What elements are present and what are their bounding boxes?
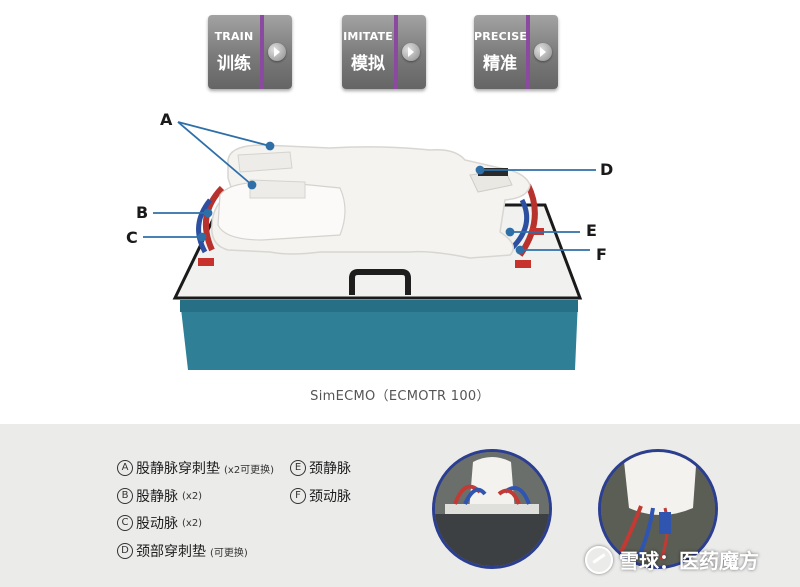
snowball-logo-icon [585,545,613,574]
callout-line-a1 [177,121,271,147]
connector-tag [515,260,531,268]
legend-text: 股静脉穿刺垫 [136,461,220,477]
badge-en-label: PRECISE [474,30,528,43]
badge-zh-label: 模拟 [351,54,385,74]
legend-text: 股静脉 [136,489,178,505]
legend-item-c: C 股动脉 (x2) [117,513,202,533]
callout-dot [203,208,213,218]
callout-label-d: D [600,160,614,179]
chevron-right-icon [402,43,420,61]
legend-note: (x2) [182,490,203,502]
legend-text: 颈部穿刺垫 [136,544,206,560]
inset-neck-illustration [435,452,549,566]
badge-stripe [260,15,264,89]
tube-right-red [517,183,538,257]
callout-label-e: E [586,221,597,240]
legend-item-e: E 颈静脉 [290,458,351,478]
legend-note: (x2) [182,517,203,529]
box-base [180,300,578,370]
femoral-puncture-pad [237,151,293,173]
legend-text: 颈静脉 [309,461,351,477]
watermark-text: 雪球：医药魔方 [619,549,759,573]
callout-label-a: A [160,110,173,129]
badge-zh-label: 精准 [483,54,517,74]
callout-dot [197,232,207,242]
legend-item-f: F 颈动脉 [290,486,351,506]
callout-label-c: C [126,228,138,247]
badge-zh-label: 训练 [217,54,251,74]
watermark: 雪球：医药魔方 [585,545,759,574]
legend-text: 股动脉 [136,516,178,532]
product-caption: SimECMO（ECMOTR 100） [310,389,490,404]
inset-femoral-illustration [601,452,715,566]
tube-left-blue [196,198,213,254]
legend-item-a: A 股静脉穿刺垫 (x2可更换) [117,458,274,478]
badge-precise: PRECISE 精准 [474,15,558,89]
callout-line-a2 [177,121,253,186]
box-handle [349,269,411,295]
femoral-puncture-pad [249,179,306,199]
legend-letter: B [117,488,133,504]
legend-note: (可更换) [210,547,248,559]
legend-letter: E [290,460,306,476]
legend-letter: C [117,515,133,531]
legend-item-b: B 股静脉 (x2) [117,486,202,506]
callout-dot [475,165,485,175]
neck-dark-strip [478,168,508,176]
chevron-right-icon [534,43,552,61]
legend-note: (x2可更换) [224,464,275,476]
legend-letter: D [117,543,133,559]
callout-dot [515,245,525,255]
box-base-top-edge [180,300,578,312]
legend-letter: F [290,488,306,504]
chevron-right-icon [268,43,286,61]
badge-train: TRAIN 训练 [208,15,292,89]
legend-text: 颈动脉 [309,489,351,505]
badge-stripe [394,15,398,89]
tube-right-blue [510,198,530,250]
inset-neck-closeup [432,449,552,569]
callout-dot [505,227,515,237]
badge-en-label: IMITATE [343,30,393,43]
callout-dot [265,141,275,151]
ecmo-manikin-illustration [143,121,596,370]
legend-letter: A [117,460,133,476]
badge-stripe [526,15,530,89]
badge-imitate: IMITATE 模拟 [342,15,426,89]
callout-label-b: B [136,203,149,222]
legend-item-d: D 颈部穿刺垫 (可更换) [117,541,248,561]
callout-dot [247,180,257,190]
connector-tag [198,258,214,266]
badge-en-label: TRAIN [214,30,254,43]
inset-femoral-closeup [598,449,718,569]
callout-label-f: F [596,245,607,264]
